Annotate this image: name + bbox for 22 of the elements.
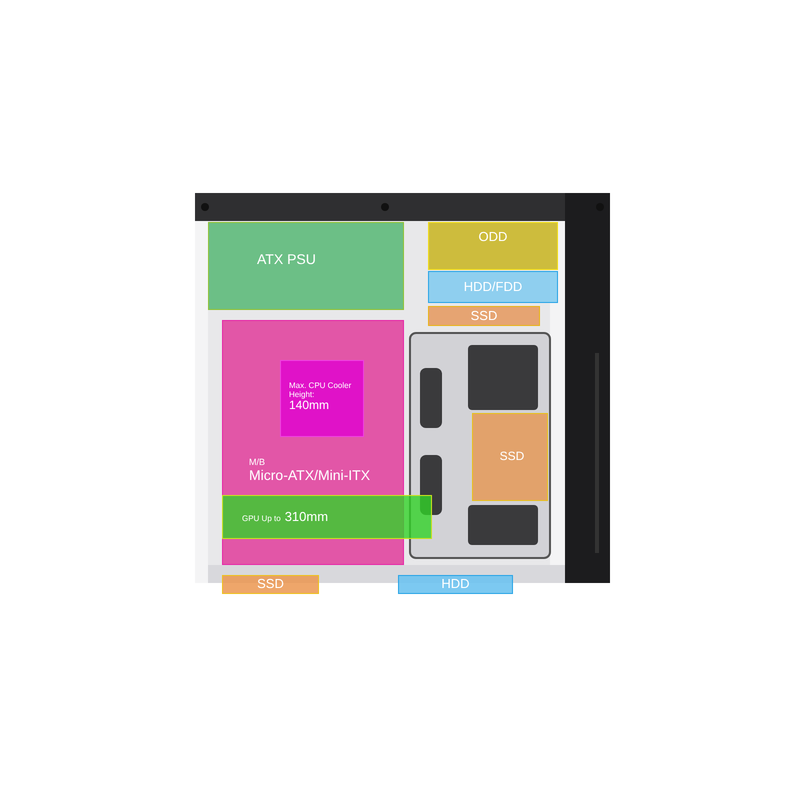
zone-label: SSD xyxy=(500,450,524,464)
zone-label: Max. CPU Cooler Height: xyxy=(289,381,352,400)
component-zone xyxy=(208,222,404,310)
component-zone xyxy=(222,575,319,594)
component-zone xyxy=(428,306,540,326)
zone-label: HDD xyxy=(441,577,470,592)
zone-label: SSD xyxy=(470,308,498,324)
zone-label: SSD xyxy=(257,577,284,592)
component-zone xyxy=(428,271,558,303)
zone-label: 140mm xyxy=(289,399,330,414)
component-zone xyxy=(472,413,548,501)
zone-label: 310mm xyxy=(284,510,328,524)
zone-label: M/B xyxy=(249,457,266,468)
zone-label: ATX PSU xyxy=(257,251,316,268)
zone-label: GPU Up to xyxy=(242,514,281,523)
component-zone xyxy=(280,360,364,437)
component-zone xyxy=(428,222,558,270)
component-zone xyxy=(398,575,513,594)
zone-label: Micro-ATX/Mini-ITX xyxy=(249,467,370,484)
zone-label: HDD/FDD xyxy=(464,280,522,294)
zone-label: ODD xyxy=(478,230,508,245)
component-zone xyxy=(222,495,432,539)
